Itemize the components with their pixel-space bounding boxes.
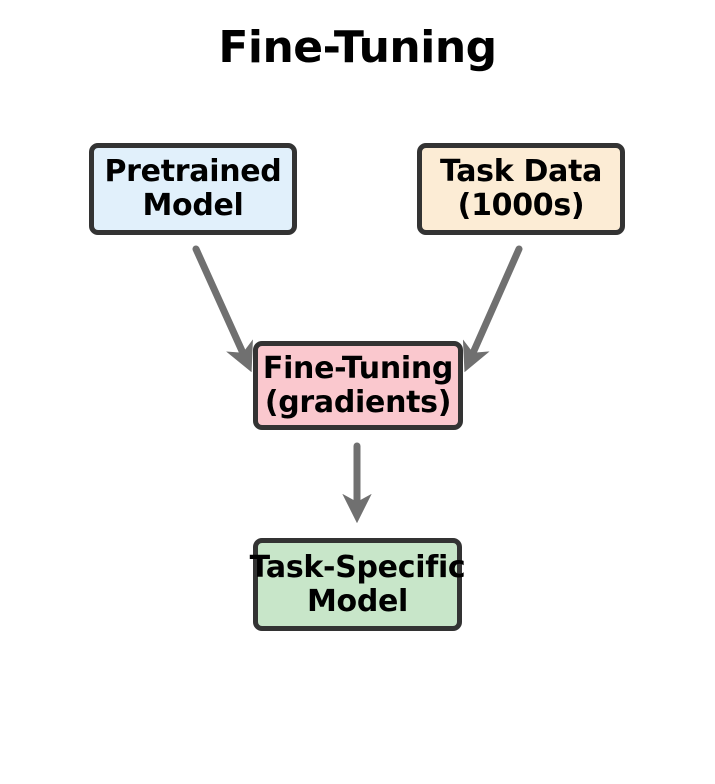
node-pretrained-model-line2: Model bbox=[142, 188, 244, 223]
node-pretrained-model-line1: Pretrained bbox=[104, 154, 282, 190]
page-title: Fine-Tuning bbox=[218, 22, 497, 73]
node-task-data[interactable]: Task Data (1000s) bbox=[417, 143, 625, 235]
node-fine-tuning[interactable]: Fine-Tuning (gradients) bbox=[253, 341, 463, 430]
node-pretrained-model[interactable]: Pretrained Model bbox=[89, 143, 297, 235]
edge-pretrained-to-finetuning bbox=[192, 245, 253, 373]
node-pretrained-model-label: Pretrained Model bbox=[105, 155, 282, 222]
node-task-data-line1: Task Data bbox=[439, 154, 603, 190]
node-task-data-line2: (1000s) bbox=[457, 188, 585, 223]
node-fine-tuning-line1: Fine-Tuning bbox=[262, 350, 454, 386]
node-fine-tuning-label: Fine-Tuning (gradients) bbox=[262, 350, 454, 420]
node-task-specific-model-label: Task-Specific Model bbox=[250, 551, 466, 618]
node-task-data-label: Task Data (1000s) bbox=[440, 155, 602, 222]
node-task-specific-model[interactable]: Task-Specific Model bbox=[250, 538, 466, 631]
node-task-specific-model-line1: Task-Specific bbox=[249, 549, 466, 585]
node-task-specific-model-line2: Model bbox=[306, 583, 409, 619]
node-fine-tuning-line2: (gradients) bbox=[264, 384, 452, 420]
edge-taskdata-to-finetuning bbox=[462, 245, 523, 373]
